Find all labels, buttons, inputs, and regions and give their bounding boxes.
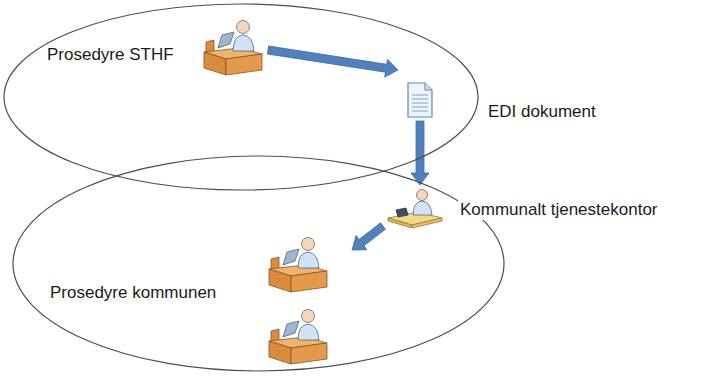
region-title: Prosedyre kommunen [48, 283, 218, 303]
procedure-region: Prosedyre kommunenKommunalt tjenestekont… [12, 155, 505, 372]
office-node: Kommunalt tjenestekontor [384, 188, 662, 230]
document-icon [406, 82, 434, 118]
node-label: Kommunalt tjenestekontor [458, 200, 660, 220]
worker-icon [269, 310, 327, 365]
flow-arrow [352, 223, 385, 250]
worker-icon [269, 238, 327, 293]
flow-arrow [267, 46, 398, 77]
office-icon [384, 188, 444, 230]
worker-icon [204, 21, 262, 76]
region-title: Prosedyre STHF [45, 45, 176, 65]
node-label: EDI dokument [486, 102, 598, 122]
region-outline [12, 155, 505, 372]
procedure-region: Prosedyre STHFEDI dokument [3, 3, 479, 191]
flow-arrow [411, 121, 429, 185]
document-node: EDI dokument [406, 82, 600, 124]
